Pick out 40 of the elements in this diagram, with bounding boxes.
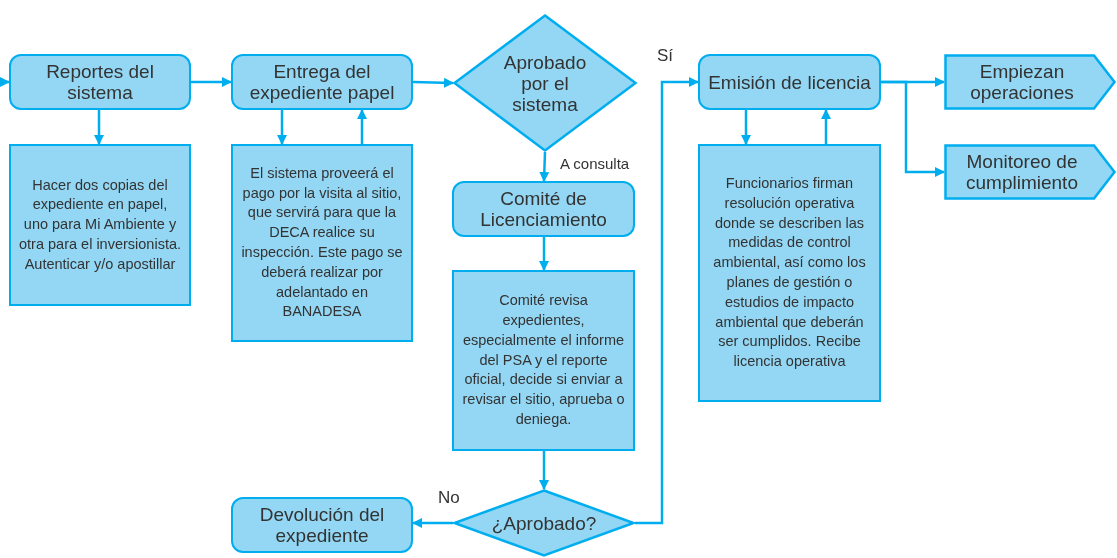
arrow bbox=[277, 110, 287, 145]
decision-diamond bbox=[453, 14, 637, 152]
node-label: Devolución del expediente bbox=[258, 504, 386, 546]
arrow bbox=[539, 451, 549, 490]
node-label: Reportes del sistema bbox=[45, 61, 155, 103]
arrow bbox=[635, 77, 699, 525]
note-box bbox=[698, 144, 881, 402]
node-label: Entrega del expediente papel bbox=[248, 61, 396, 103]
terminal-box bbox=[944, 144, 1116, 200]
arrow bbox=[412, 518, 453, 528]
arrow bbox=[741, 110, 751, 145]
node-label: El sistema proveerá el pago por la visita al sitio, que servirá para que la DECA realice su inspección. Este pago se deberá realizar por adelantado en BANADESA bbox=[241, 163, 403, 322]
process-box bbox=[698, 54, 881, 110]
arrow bbox=[191, 77, 232, 87]
node-label: Aprobado por el sistema bbox=[502, 51, 588, 115]
terminal-box bbox=[944, 54, 1116, 110]
node-label: Hacer dos copias del expediente en papel, uno para Mi Ambiente y otra para el inversionista. Autenticar y/o apostillar bbox=[19, 175, 181, 274]
arrow bbox=[821, 109, 831, 144]
arrow bbox=[412, 77, 454, 88]
node-label: Comité revisa expedientes, especialmente el informe del PSA y el reporte oficial, decide si enviar a revisar el sitio, aprueba o deniega. bbox=[462, 291, 625, 429]
note-box bbox=[452, 270, 635, 451]
note-box bbox=[231, 144, 413, 342]
arrow bbox=[0, 77, 10, 87]
process-box bbox=[452, 181, 635, 237]
edge-label: A consulta bbox=[558, 155, 632, 172]
node-label: Monitoreo de cumplimiento bbox=[965, 151, 1079, 193]
node-label: ¿Aprobado? bbox=[491, 512, 597, 534]
node-label: Emisión de licencia bbox=[708, 71, 871, 93]
arrow bbox=[357, 109, 367, 144]
process-box bbox=[9, 54, 191, 110]
node-label: Empiezan operaciones bbox=[969, 61, 1075, 103]
arrow bbox=[881, 80, 945, 177]
arrow bbox=[94, 110, 104, 145]
process-box bbox=[231, 497, 413, 553]
note-box bbox=[9, 144, 191, 306]
arrow bbox=[539, 237, 549, 271]
arrow bbox=[539, 151, 550, 182]
node-label: Funcionarios firman resolución operativa donde se describen las medidas de control ambiental, así como los planes de gestión o estudios de impacto ambiental que deberán ser cumplidos. Recibe licencia operativa bbox=[712, 174, 867, 372]
process-box bbox=[231, 54, 413, 110]
node-label: Comité de Licenciamiento bbox=[479, 188, 608, 230]
